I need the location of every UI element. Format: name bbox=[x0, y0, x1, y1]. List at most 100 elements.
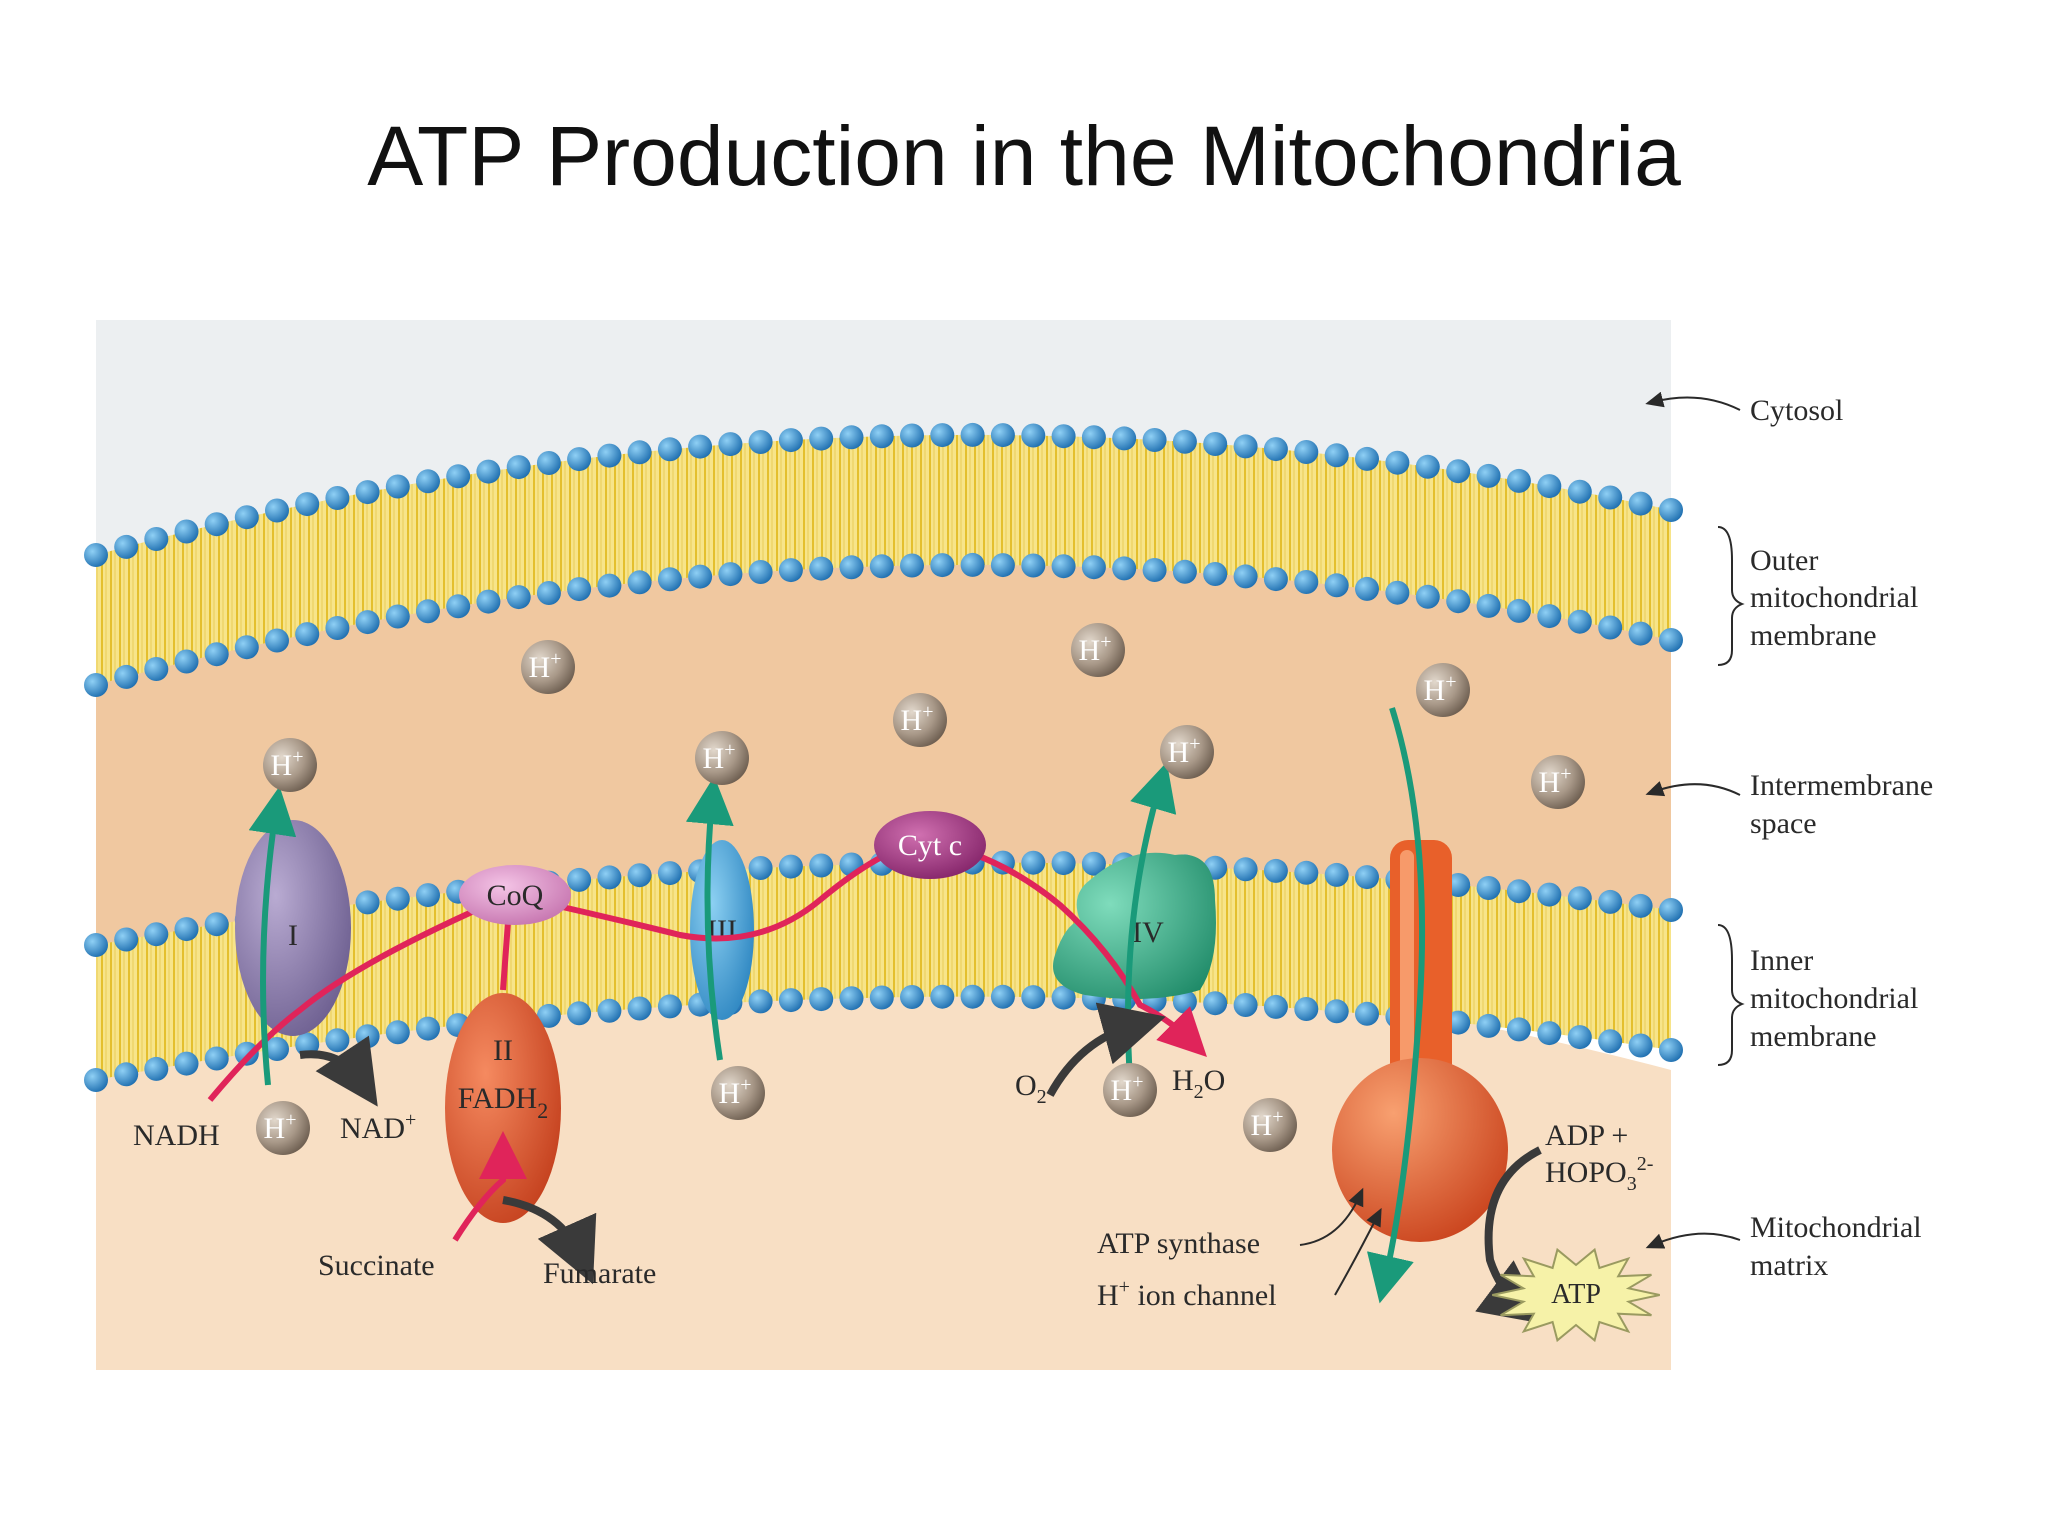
phospholipid-head bbox=[748, 430, 773, 454]
phospholipid-head bbox=[234, 1041, 259, 1066]
cytc-label: Cyt c bbox=[898, 829, 962, 862]
phospholipid-head bbox=[688, 434, 713, 459]
phospholipid-head bbox=[1567, 886, 1592, 911]
phospholipid-head bbox=[597, 998, 622, 1023]
page-title: ATP Production in the Mitochondria bbox=[367, 109, 1681, 203]
proton-ball: H+ bbox=[711, 1066, 765, 1120]
phospholipid-head bbox=[1021, 423, 1046, 448]
phospholipid-head bbox=[204, 1046, 229, 1071]
phospholipid-head bbox=[1051, 554, 1076, 579]
proton-ball: H+ bbox=[1103, 1063, 1157, 1117]
phospholipid-head bbox=[1628, 1033, 1653, 1058]
outer-membrane-top-heads bbox=[84, 422, 1683, 567]
phospholipid-head bbox=[748, 856, 773, 880]
complex-4-label: IV bbox=[1132, 916, 1164, 949]
phospholipid-head bbox=[1233, 564, 1258, 589]
phospholipid-head bbox=[839, 425, 864, 450]
proton-ball: H+ bbox=[256, 1101, 310, 1155]
phospholipid-head bbox=[1051, 851, 1076, 876]
phospholipid-head bbox=[234, 635, 259, 660]
phospholipid-head bbox=[416, 883, 440, 908]
phospholipid-head bbox=[476, 589, 501, 614]
proton-ball: H+ bbox=[893, 693, 947, 747]
phospholipid-head bbox=[567, 867, 592, 892]
proton-label: H+ bbox=[529, 648, 562, 684]
phospholipid-head bbox=[718, 562, 743, 587]
phospholipid-head bbox=[144, 1056, 169, 1081]
phospholipid-head bbox=[416, 1016, 440, 1041]
phospholipid-head bbox=[506, 455, 531, 480]
phospholipid-head bbox=[627, 996, 652, 1021]
phospholipid-head bbox=[1355, 1001, 1379, 1026]
proton-ball: H+ bbox=[695, 731, 749, 785]
phospholipid-head bbox=[114, 927, 139, 952]
synthase-labels: ATP synthase H+ ion channel bbox=[1097, 1187, 1382, 1312]
proton-ball: H+ bbox=[521, 640, 575, 694]
phospholipid-head bbox=[84, 1068, 108, 1092]
proton-ball: H+ bbox=[263, 738, 317, 792]
phospholipid-head bbox=[1355, 576, 1379, 601]
phospholipid-head bbox=[325, 616, 350, 640]
phospholipid-head bbox=[1628, 893, 1653, 918]
phospholipid-head bbox=[1142, 428, 1167, 452]
phospholipid-head bbox=[627, 570, 652, 595]
phospholipid-head bbox=[1021, 553, 1046, 578]
phospholipid-head bbox=[265, 628, 289, 653]
phospholipid-head bbox=[385, 604, 410, 629]
phospholipid-head bbox=[809, 853, 834, 878]
proton-ball: H+ bbox=[1531, 755, 1585, 809]
phospholipid-head bbox=[204, 642, 229, 667]
phospholipid-head bbox=[1446, 459, 1471, 484]
phospholipid-head bbox=[1355, 865, 1379, 890]
outer-membrane-label-3: membrane bbox=[1750, 619, 1877, 652]
atp-synthase-label: ATP synthase bbox=[1097, 1227, 1260, 1260]
h2o-label: H2O bbox=[1172, 1064, 1225, 1103]
phospholipid-head bbox=[1142, 558, 1167, 582]
phospholipid-head bbox=[1385, 580, 1410, 605]
phospholipid-head bbox=[1446, 1010, 1471, 1035]
phospholipid-head bbox=[597, 573, 622, 598]
phospholipid-head bbox=[1598, 485, 1623, 510]
cytosol-label: Cytosol bbox=[1750, 394, 1843, 427]
phospholipid-head bbox=[174, 519, 199, 544]
phospholipid-head bbox=[657, 437, 682, 462]
phospholipid-head bbox=[869, 985, 894, 1010]
phospholipid-head bbox=[114, 534, 139, 559]
phospholipid-head bbox=[385, 474, 410, 499]
phospholipid-head bbox=[476, 459, 501, 484]
outer-membrane-label-2: mitochondrial bbox=[1750, 581, 1918, 614]
phospholipid-head bbox=[1263, 567, 1288, 592]
phospholipid-head bbox=[416, 599, 440, 624]
phospholipid-head bbox=[778, 428, 803, 453]
phospholipid-head bbox=[1233, 993, 1258, 1017]
phospholipid-head bbox=[355, 610, 380, 635]
phospholipid-head bbox=[900, 423, 924, 448]
phospholipid-head bbox=[1021, 985, 1046, 1010]
phospholipid-head bbox=[1172, 429, 1197, 454]
proton-ball: H+ bbox=[1243, 1098, 1297, 1152]
phospholipid-head bbox=[1659, 628, 1683, 652]
phospholipid-head bbox=[839, 986, 864, 1011]
proton-label: H+ bbox=[271, 746, 304, 782]
phospholipid-head bbox=[446, 594, 471, 619]
phospholipid-head bbox=[1355, 446, 1379, 471]
phospholipid-head bbox=[1598, 1029, 1623, 1054]
proton-ball: H+ bbox=[1071, 623, 1125, 677]
phospholipid-head bbox=[416, 469, 440, 494]
phospholipid-head bbox=[1294, 570, 1319, 594]
phospholipid-head bbox=[657, 567, 682, 592]
phospholipid-head bbox=[174, 1051, 199, 1076]
proton-label: H+ bbox=[264, 1109, 297, 1145]
phospholipid-head bbox=[325, 486, 350, 510]
phospholipid-head bbox=[234, 505, 259, 530]
phospholipid-head bbox=[930, 553, 955, 578]
phospholipid-head bbox=[1081, 425, 1106, 450]
phospholipid-head bbox=[688, 564, 713, 589]
phospholipid-head bbox=[1294, 440, 1319, 464]
proton-label: H+ bbox=[1168, 733, 1201, 769]
molecule-labels: NADH NAD+ Succinate Fumarate O2 H2O ADP … bbox=[133, 1064, 1653, 1290]
matrix-label-1: Mitochondrial bbox=[1750, 1211, 1922, 1244]
fadh2-label: FADH2 bbox=[458, 1082, 548, 1123]
phospholipid-head bbox=[1172, 559, 1197, 584]
phospholipid-head bbox=[174, 917, 199, 942]
